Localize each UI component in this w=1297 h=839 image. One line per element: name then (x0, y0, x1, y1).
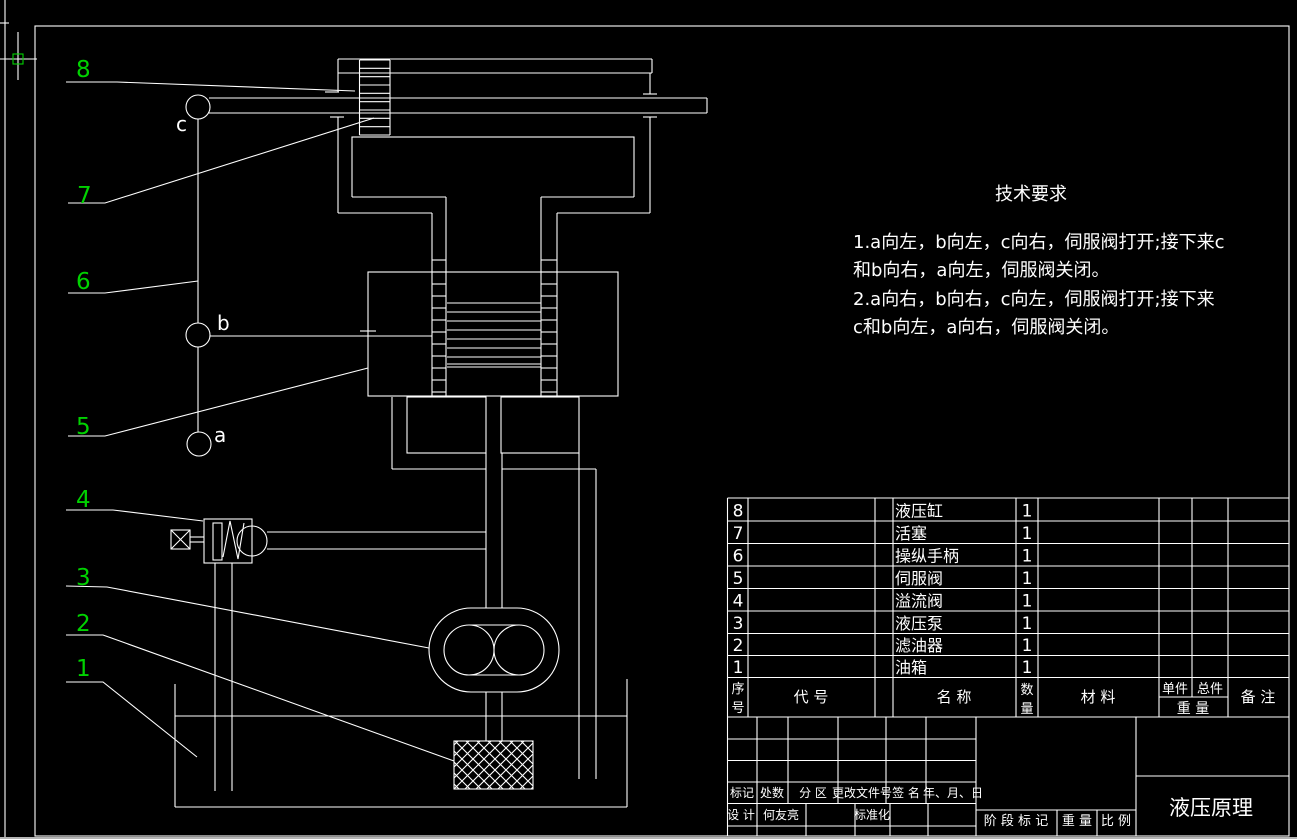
leader-number-4: 4 (76, 487, 91, 513)
oil-tank (174, 679, 628, 808)
header-seq-top: 序 (731, 682, 744, 697)
row2-qty: 1 (1022, 636, 1033, 656)
row2-seq: 2 (733, 636, 744, 656)
label-genggai: 更改文件号 (832, 785, 892, 800)
label-fenqu: 分 区 (799, 786, 827, 800)
row6-seq: 6 (733, 547, 744, 567)
row1-name: 油箱 (895, 658, 927, 677)
row3-name: 液压泵 (895, 614, 943, 633)
header-weight: 重 量 (1177, 701, 1209, 717)
row1-seq: 1 (733, 658, 744, 678)
header-code: 代 号 (794, 688, 829, 706)
relief-valve (170, 518, 486, 791)
piston-rod (209, 97, 708, 114)
row7-name: 活塞 (895, 524, 927, 543)
row6-qty: 1 (1022, 547, 1033, 567)
label-standard: 标准化 (854, 808, 890, 822)
drawing-title: 液压原理 (1169, 796, 1253, 820)
tech-req-line-2: 和b向右，a向左，伺服阀关闭。 (853, 260, 1109, 281)
row4-name: 溢流阀 (895, 592, 943, 611)
leader-number-2: 2 (76, 611, 91, 637)
row3-qty: 1 (1022, 614, 1033, 634)
table-row: 7 活塞 1 (733, 524, 1033, 544)
row8-name: 液压缸 (895, 502, 943, 521)
leader-number-5: 5 (76, 414, 91, 440)
pickbox (12, 53, 24, 65)
leaders: 8 7 6 5 4 3 2 1 (65, 57, 455, 762)
hydraulic-cylinder (325, 58, 657, 214)
table-row: 8 液压缸 1 (733, 502, 1033, 522)
oil-filter (453, 740, 534, 790)
row1-qty: 1 (1022, 658, 1033, 678)
header-qty-bottom: 量 (1020, 702, 1033, 717)
joint-label-a: a (214, 423, 226, 447)
table-row: 6 操纵手柄 1 (733, 547, 1033, 567)
joint-a (186, 431, 212, 457)
row8-qty: 1 (1022, 502, 1033, 522)
valve-slot-right (541, 259, 557, 393)
designer-name: 何友亮 (763, 807, 799, 822)
statusbar-edge (0, 837, 1297, 839)
header-name: 名 称 (937, 688, 972, 706)
label-designer: 设 计 (727, 808, 755, 822)
row5-name: 伺服阀 (895, 569, 943, 588)
parts-table: 8 液压缸 1 7 活塞 1 6 操纵手柄 1 5 伺服阀 1 4 溢流阀 1 … (726, 497, 1289, 718)
row5-qty: 1 (1022, 569, 1033, 589)
label-weight: 重 量 (1062, 813, 1092, 829)
crosshair-cursor (0, 32, 37, 80)
spring (222, 520, 245, 560)
tech-req-line-4: c和b向左，a向右，伺服阀关闭。 (853, 317, 1119, 338)
label-qianming: 签 名 (892, 785, 920, 800)
table-row: 5 伺服阀 1 (733, 569, 1033, 589)
header-total: 总件 (1197, 682, 1223, 697)
row8-seq: 8 (733, 502, 744, 522)
control-lever: c b a (176, 94, 432, 457)
piping (485, 453, 597, 779)
leader-number-3: 3 (76, 565, 91, 591)
row3-seq: 3 (733, 614, 744, 634)
joint-label-b: b (217, 311, 230, 335)
row6-name: 操纵手柄 (895, 547, 959, 566)
row7-qty: 1 (1022, 524, 1033, 544)
leader-number-1: 1 (76, 656, 91, 682)
row4-qty: 1 (1022, 592, 1033, 612)
joint-c (185, 94, 211, 120)
leader-number-6: 6 (76, 269, 91, 295)
title-block: 标记 处数 分 区 更改文件号 签 名 年、月、日 设 计 何友亮 标准化 阶 … (726, 717, 1289, 836)
row5-seq: 5 (733, 569, 744, 589)
label-date: 年、月、日 (923, 786, 983, 800)
header-seq-bottom: 号 (731, 701, 744, 716)
leader-number-7: 7 (77, 183, 92, 209)
tech-req-line-3: 2.a向右，b向右，c向左，伺服阀打开;接下来 (853, 289, 1215, 310)
valve-spool-windings (447, 302, 541, 368)
label-biaoji: 标记 (730, 786, 754, 800)
tech-req-title: 技术要求 (995, 184, 1067, 205)
valve-slot-left (432, 259, 446, 393)
table-row: 2 滤油器 1 (733, 636, 1033, 656)
row2-name: 滤油器 (895, 636, 943, 655)
tech-requirements: 技术要求 1.a向左，b向左，c向右，伺服阀打开;接下来c 和b向右，a向左，伺… (853, 184, 1225, 338)
header-qty-top: 数 (1020, 683, 1033, 698)
label-stage: 阶 段 标 记 (984, 814, 1048, 829)
table-header: 序 号 代 号 名 称 数 量 材 料 单件 总件 重 量 备 注 (731, 682, 1275, 717)
table-row: 3 液压泵 1 (733, 614, 1033, 634)
row7-seq: 7 (733, 524, 744, 544)
header-unit: 单件 (1162, 682, 1188, 697)
table-row: 4 溢流阀 1 (733, 592, 1033, 612)
label-scale: 比 例 (1101, 814, 1131, 829)
label-chushu: 处数 (760, 785, 784, 800)
servo-valve (367, 197, 619, 470)
joint-b (185, 322, 211, 348)
tech-req-line-1: 1.a向左，b向左，c向右，伺服阀打开;接下来c (853, 232, 1225, 253)
joint-label-c: c (176, 112, 187, 136)
table-row: 1 油箱 1 (733, 658, 1033, 678)
leader-number-8: 8 (76, 57, 91, 83)
hydraulic-pump (428, 607, 560, 693)
header-remark: 备 注 (1241, 688, 1276, 706)
row4-seq: 4 (733, 592, 744, 612)
header-material: 材 料 (1081, 688, 1116, 706)
